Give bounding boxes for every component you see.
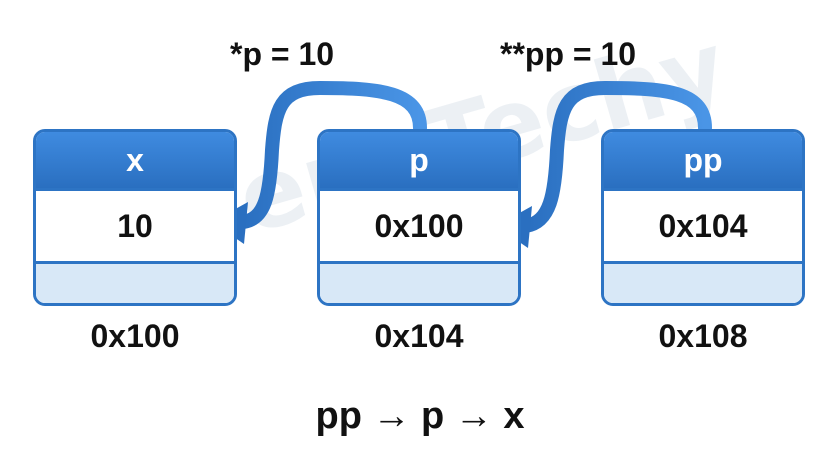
arrow-pp-to-p bbox=[519, 80, 712, 233]
box-x-address: 0x100 bbox=[90, 318, 180, 354]
box-x-footer bbox=[36, 264, 234, 303]
box-x-header: x bbox=[36, 132, 234, 191]
box-x-value: 10 bbox=[36, 191, 234, 264]
label-pp-deref: **pp = 10 bbox=[500, 36, 637, 72]
box-p-value: 0x100 bbox=[320, 191, 518, 264]
box-p-header: p bbox=[320, 132, 518, 191]
arrow-p-to-x bbox=[235, 80, 427, 229]
box-p: p 0x100 bbox=[317, 129, 521, 306]
box-pp-value: 0x104 bbox=[604, 191, 802, 264]
box-pp-address: 0x108 bbox=[658, 318, 748, 354]
box-p-footer bbox=[320, 264, 518, 303]
pointer-chain: pp → p → x bbox=[315, 395, 525, 437]
label-p-deref: *p = 10 bbox=[230, 36, 335, 72]
box-x: x 10 bbox=[33, 129, 237, 306]
box-pp: pp 0x104 bbox=[601, 129, 805, 306]
box-pp-footer bbox=[604, 264, 802, 303]
box-pp-header: pp bbox=[604, 132, 802, 191]
box-p-address: 0x104 bbox=[374, 318, 464, 354]
